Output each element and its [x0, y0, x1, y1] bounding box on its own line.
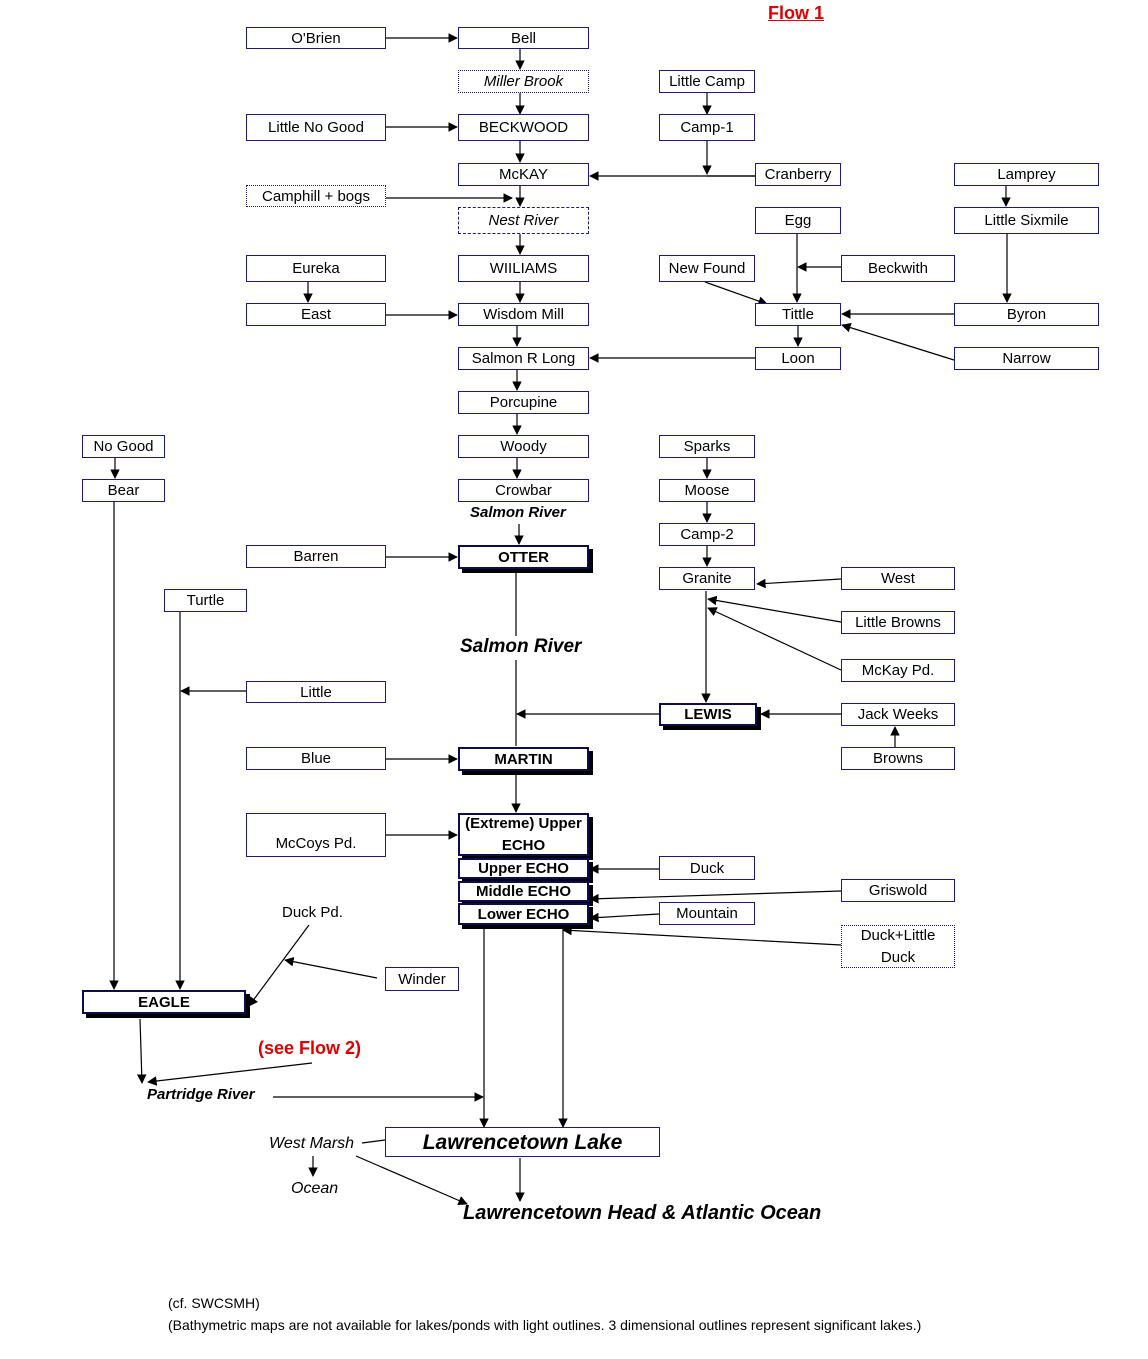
node-new-found[interactable]: New Found [659, 255, 755, 282]
node-duck-little-duck[interactable]: Duck+Little Duck [841, 925, 955, 968]
edge-seeflow2-partridge [147, 1062, 313, 1086]
node-camphill-bogs[interactable]: Camphill + bogs [246, 185, 386, 207]
node-williams[interactable]: WIILIAMS [458, 255, 589, 282]
node-little[interactable]: Little [246, 681, 386, 703]
node-blue[interactable]: Blue [246, 747, 386, 770]
node-beckwood[interactable]: BECKWOOD [458, 114, 589, 141]
label-salmon-river-upper: Salmon River [470, 504, 566, 521]
node-middle-echo[interactable]: Middle ECHO [458, 881, 589, 902]
node-obrien[interactable]: O'Brien [246, 27, 386, 49]
label-ocean: Ocean [291, 1180, 339, 1197]
node-granite[interactable]: Granite [659, 567, 755, 590]
node-little-sixmile[interactable]: Little Sixmile [954, 207, 1099, 234]
edge-winder-duckpd [284, 956, 378, 979]
node-woody[interactable]: Woody [458, 435, 589, 458]
label-partridge-river: Partridge River [147, 1086, 255, 1103]
node-porcupine[interactable]: Porcupine [458, 391, 589, 414]
node-tittle[interactable]: Tittle [755, 303, 841, 326]
edge-narrow-tittle [841, 322, 955, 361]
node-eagle[interactable]: EAGLE [82, 990, 246, 1014]
node-mckay[interactable]: McKAY [458, 163, 589, 186]
footnote-legend: (Bathymetric maps are not available for … [168, 1317, 922, 1333]
node-eureka[interactable]: Eureka [246, 255, 386, 282]
node-browns[interactable]: Browns [841, 747, 955, 770]
label-west-marsh: West Marsh [269, 1135, 355, 1152]
node-mountain[interactable]: Mountain [659, 902, 755, 925]
edge-duckpd-eagle [248, 924, 310, 1007]
node-little-no-good[interactable]: Little No Good [246, 114, 386, 141]
node-lamprey[interactable]: Lamprey [954, 163, 1099, 186]
edge-mckaypd-granite [707, 607, 842, 671]
node-lower-echo[interactable]: Lower ECHO [458, 903, 589, 925]
label-salmon-river-main: Salmon River [460, 636, 582, 657]
node-extreme-upper-echo[interactable]: (Extreme) Upper ECHO [458, 813, 589, 856]
node-west[interactable]: West [841, 567, 955, 590]
node-winder[interactable]: Winder [385, 967, 459, 991]
node-mccoys-pd[interactable]: McCoys Pd. [246, 813, 386, 857]
node-lawrencetown-lake[interactable]: Lawrencetown Lake [385, 1127, 660, 1157]
edge-griswold-middleecho [589, 890, 842, 904]
node-moose[interactable]: Moose [659, 479, 755, 502]
node-lewis[interactable]: LEWIS [659, 703, 757, 726]
node-east[interactable]: East [246, 303, 386, 326]
edge-newfound-tittle [704, 281, 768, 306]
node-salmon-r-long[interactable]: Salmon R Long [458, 347, 589, 370]
edge-mountain-lowerecho [589, 912, 660, 923]
node-barren[interactable]: Barren [246, 545, 386, 568]
node-narrow[interactable]: Narrow [954, 347, 1099, 370]
node-egg[interactable]: Egg [755, 207, 841, 234]
node-otter[interactable]: OTTER [458, 545, 589, 569]
see-flow-2-link[interactable]: (see Flow 2) [258, 1038, 362, 1058]
edge-eagle-partridge [136, 1018, 147, 1084]
node-little-camp[interactable]: Little Camp [659, 70, 755, 93]
node-camp1[interactable]: Camp-1 [659, 114, 755, 141]
node-nest-river[interactable]: Nest River [458, 207, 589, 234]
node-turtle[interactable]: Turtle [164, 589, 247, 612]
node-bear[interactable]: Bear [82, 479, 165, 502]
node-loon[interactable]: Loon [755, 347, 841, 370]
flow-title: Flow 1 [768, 3, 825, 23]
edge-west-granite [756, 578, 842, 589]
node-upper-echo[interactable]: Upper ECHO [458, 858, 589, 879]
node-duck[interactable]: Duck [659, 856, 755, 880]
node-sparks[interactable]: Sparks [659, 435, 755, 458]
edge-westmarsh-head [355, 1155, 468, 1205]
node-camp2[interactable]: Camp-2 [659, 523, 755, 546]
node-crowbar[interactable]: Crowbar [458, 479, 589, 502]
node-no-good[interactable]: No Good [82, 435, 165, 458]
node-bell[interactable]: Bell [458, 27, 589, 49]
node-wisdom-mill[interactable]: Wisdom Mill [458, 303, 589, 326]
node-byron[interactable]: Byron [954, 303, 1099, 326]
node-beckwith[interactable]: Beckwith [841, 255, 955, 282]
node-miller-brook[interactable]: Miller Brook [458, 70, 589, 93]
label-duck-pd: Duck Pd. [282, 904, 343, 921]
node-martin[interactable]: MARTIN [458, 747, 589, 771]
edge-littlebrowns-granite [707, 595, 842, 623]
edge-ducklittleduck-echo [562, 925, 842, 946]
node-mckay-pd[interactable]: McKay Pd. [841, 659, 955, 682]
node-griswold[interactable]: Griswold [841, 879, 955, 902]
node-cranberry[interactable]: Cranberry [755, 163, 841, 186]
node-little-browns[interactable]: Little Browns [841, 611, 955, 634]
node-jack-weeks[interactable]: Jack Weeks [841, 703, 955, 726]
footnote-source: (cf. SWCSMH) [168, 1295, 260, 1311]
label-lawrencetown-head: Lawrencetown Head & Atlantic Ocean [463, 1202, 822, 1224]
edge-westmarsh-lake [361, 1139, 386, 1144]
